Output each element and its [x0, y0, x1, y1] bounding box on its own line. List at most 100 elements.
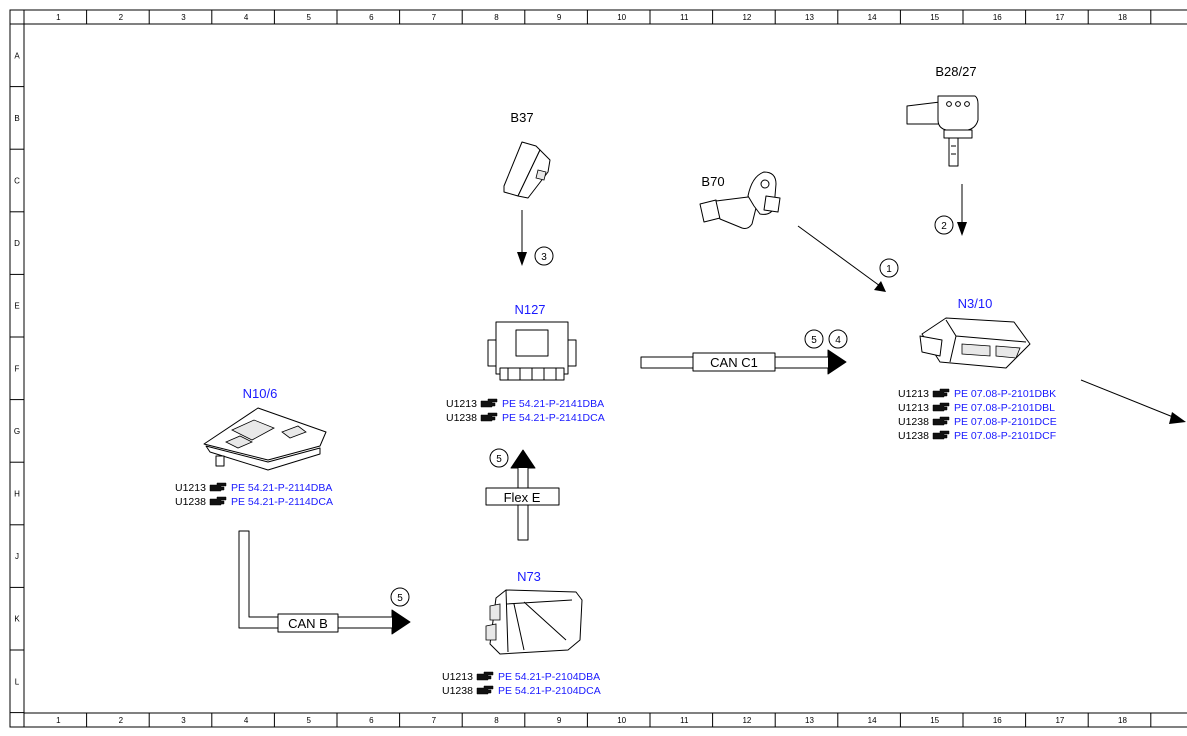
b28-27-sensor[interactable]: B28/27 [906, 64, 979, 167]
inner-frame [23, 23, 1187, 714]
b70-arrow-line [797, 225, 881, 287]
svg-text:5: 5 [397, 593, 403, 604]
b37-label: B37 [510, 110, 533, 125]
document-reference-link[interactable]: PE 54.21-P-2104DCA [498, 685, 601, 697]
pointing-hand-icon [932, 416, 950, 426]
n73-label: N73 [517, 569, 541, 584]
ruler-column-label: 10 [617, 716, 626, 725]
variant-code: U1238 [446, 412, 477, 424]
ruler-row-label: L [15, 677, 20, 686]
n127-module[interactable]: N127 [487, 302, 577, 381]
ruler-column-label: 6 [369, 716, 374, 725]
b28-27-arrow-head [957, 222, 967, 236]
variant-code: U1238 [442, 685, 473, 697]
ruler-column-label: 10 [617, 13, 626, 22]
document-reference-text[interactable]: PE 54.21-P-2141DBA [502, 398, 604, 410]
ruler-column-label: 5 [306, 716, 311, 725]
document-reference-text[interactable]: PE 07.08-P-2101DBL [954, 402, 1055, 414]
variant-code: U1238 [898, 416, 929, 428]
pointing-hand-icon [932, 388, 950, 398]
document-reference-link[interactable]: PE 54.21-P-2114DBA [231, 482, 332, 494]
document-reference-text[interactable]: PE 54.21-P-2114DBA [231, 482, 332, 494]
variant-code: U1238 [175, 496, 206, 508]
ruler-column-label: 17 [1055, 13, 1064, 22]
document-reference-text[interactable]: PE 54.21-P-2104DCA [498, 685, 601, 697]
can-b-label: CAN B [288, 616, 328, 631]
marker-5-can-c1: 5 [804, 329, 824, 349]
variant-code: U1213 [442, 671, 473, 683]
reference-row: U1213 PE 54.21-P-2104DBA [442, 671, 600, 683]
marker-4-can-c1: 4 [828, 329, 848, 349]
reference-row: U1238 PE 07.08-P-2101DCE [898, 416, 1057, 428]
b37-sensor[interactable]: B37 [503, 110, 551, 199]
document-reference-text[interactable]: PE 07.08-P-2101DBK [954, 388, 1056, 400]
ruler-column-label: 3 [181, 716, 186, 725]
ruler-column-label: 9 [557, 13, 562, 22]
pointing-hand-icon [209, 496, 227, 506]
ruler-column-label: 11 [680, 716, 689, 725]
reference-row: U1238 PE 54.21-P-2141DCA [446, 412, 605, 424]
document-reference-text[interactable]: PE 54.21-P-2141DCA [502, 412, 605, 424]
reference-row: U1238 PE 54.21-P-2114DCA [175, 496, 333, 508]
n3-10-output-arrow-line [1080, 379, 1179, 420]
ruler-column-label: 4 [244, 716, 249, 725]
ruler-column-label: 16 [993, 13, 1002, 22]
svg-text:1: 1 [886, 264, 892, 275]
svg-text:5: 5 [496, 454, 502, 465]
marker-2: 2 [934, 215, 954, 235]
document-reference-text[interactable]: PE 07.08-P-2101DCE [954, 416, 1057, 428]
ruler-column-label: 11 [680, 13, 689, 22]
document-reference-text[interactable]: PE 54.21-P-2104DBA [498, 671, 600, 683]
ruler-column-label: 2 [119, 716, 124, 725]
document-reference-link[interactable]: PE 07.08-P-2101DCE [954, 416, 1057, 428]
marker-1: 1 [879, 258, 899, 278]
ruler-row-label: F [15, 364, 20, 373]
svg-text:5: 5 [811, 335, 817, 346]
n3-10-ecu[interactable]: N3/10 [919, 296, 1031, 369]
ruler-column-label: 14 [868, 716, 877, 725]
ruler-column-label: 15 [930, 716, 939, 725]
document-reference-link[interactable]: PE 07.08-P-2101DBL [954, 402, 1055, 414]
ruler-column-label: 13 [805, 13, 814, 22]
b70-label: B70 [701, 174, 724, 189]
document-reference-link[interactable]: PE 07.08-P-2101DBK [954, 388, 1056, 400]
document-reference-text[interactable]: PE 54.21-P-2114DCA [231, 496, 333, 508]
flex-e-bus: Flex E [485, 449, 560, 541]
can-c1-label-box [692, 352, 776, 372]
ruler-column-label: 13 [805, 716, 814, 725]
ruler-column-label: 8 [494, 13, 499, 22]
ruler-row-label: H [14, 490, 20, 499]
ruler-column-label: 3 [181, 13, 186, 22]
b70-arrow-head [874, 281, 886, 292]
n10-6-label: N10/6 [243, 386, 278, 401]
marker-5-can-b: 5 [390, 587, 410, 607]
reference-row: U1213 PE 07.08-P-2101DBL [898, 402, 1055, 414]
ruler-column-label: 8 [494, 716, 499, 725]
document-reference-link[interactable]: PE 54.21-P-2141DCA [502, 412, 605, 424]
document-reference-link[interactable]: PE 54.21-P-2114DCA [231, 496, 333, 508]
marker-3: 3 [534, 246, 554, 266]
document-reference-link[interactable]: PE 54.21-P-2141DBA [502, 398, 604, 410]
n73-module[interactable]: N73 [485, 569, 583, 655]
document-reference-text[interactable]: PE 07.08-P-2101DCF [954, 430, 1056, 442]
pointing-hand-icon [480, 412, 498, 422]
document-reference-link[interactable]: PE 07.08-P-2101DCF [954, 430, 1056, 442]
ruler-column-label: 17 [1055, 716, 1064, 725]
document-reference-link[interactable]: PE 54.21-P-2104DBA [498, 671, 600, 683]
b37-arrow-head [517, 252, 527, 266]
n10-6-module[interactable]: N10/6 [203, 386, 327, 471]
reference-row: U1238 PE 54.21-P-2104DCA [442, 685, 601, 697]
ruler-row-label: A [14, 51, 20, 60]
variant-code: U1213 [898, 402, 929, 414]
flex-e-label: Flex E [504, 490, 541, 505]
b70-sensor[interactable]: B70 [699, 171, 781, 229]
ruler-column-label: 1 [56, 13, 61, 22]
pointing-hand-icon [480, 398, 498, 408]
pointing-hand-icon [209, 482, 227, 492]
ruler-column-label: 9 [557, 716, 562, 725]
b28-27-label: B28/27 [935, 64, 976, 79]
